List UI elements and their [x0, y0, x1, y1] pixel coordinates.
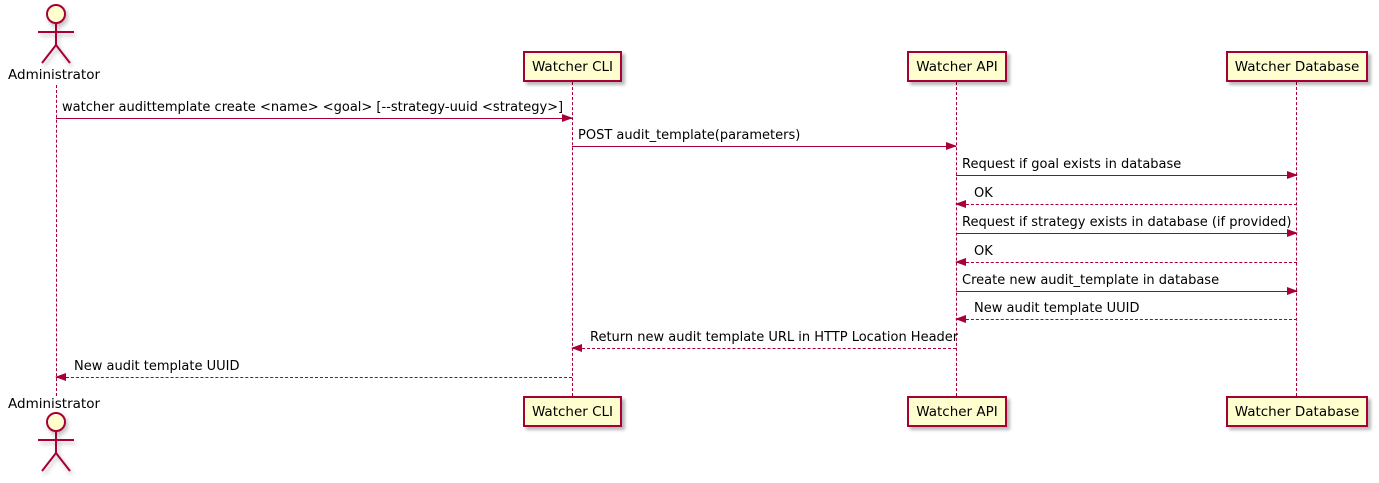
arrowhead-icon [562, 114, 573, 122]
message-post-audit-template: POST audit_template(parameters) [572, 128, 957, 150]
lifeline-watcher-database [1296, 82, 1297, 396]
message-line [956, 287, 1298, 295]
message-line [571, 344, 956, 352]
message-label: Request if goal exists in database [962, 157, 1182, 172]
actor-icon [38, 4, 74, 64]
participant-watcher-api-bottom: Watcher API [907, 396, 1007, 427]
message-label: POST audit_template(parameters) [578, 128, 801, 143]
message-request-strategy-exists: Request if strategy exists in database (… [956, 215, 1298, 237]
participant-label: Watcher Database [1234, 58, 1360, 75]
message-new-uuid-to-admin: New audit template UUID [55, 359, 572, 381]
message-label: Return new audit template URL in HTTP Lo… [590, 330, 959, 345]
actor-icon-bottom [38, 412, 74, 472]
arrowhead-icon [1287, 171, 1298, 179]
message-line [955, 315, 1297, 323]
participant-watcher-database-bottom: Watcher Database [1226, 396, 1368, 427]
arrowhead-icon [1287, 229, 1298, 237]
participant-watcher-database: Watcher Database [1226, 51, 1368, 82]
arrowhead-icon [1287, 287, 1298, 295]
participant-watcher-cli-bottom: Watcher CLI [523, 396, 622, 427]
message-label: New audit template UUID [74, 359, 240, 374]
message-line [572, 142, 957, 150]
arrowhead-icon [955, 258, 966, 266]
lifeline-administrator [56, 85, 57, 396]
participant-watcher-api: Watcher API [907, 51, 1007, 82]
arrowhead-icon [946, 142, 957, 150]
arrowhead-icon [55, 373, 66, 381]
participant-label: Watcher API [916, 403, 998, 420]
message-label: New audit template UUID [974, 301, 1140, 316]
message-create-in-database: Create new audit_template in database [956, 273, 1298, 295]
message-ok-strategy: OK [955, 244, 1297, 266]
message-return-location-header: Return new audit template URL in HTTP Lo… [571, 330, 959, 352]
participant-label: Watcher CLI [531, 58, 614, 75]
message-line [55, 373, 572, 381]
message-request-goal-exists: Request if goal exists in database [956, 157, 1298, 179]
message-line [56, 114, 573, 122]
message-line [956, 171, 1298, 179]
message-new-uuid-from-db: New audit template UUID [955, 301, 1297, 323]
message-ok-goal: OK [955, 186, 1297, 208]
arrowhead-icon [571, 344, 582, 352]
participant-label: Watcher Database [1234, 403, 1360, 420]
message-create-audittemplate: watcher audittemplate create <name> <goa… [56, 100, 573, 122]
message-label: OK [974, 186, 993, 201]
actor-label-bottom: Administrator [8, 396, 101, 412]
arrowhead-icon [955, 315, 966, 323]
participant-label: Watcher CLI [531, 403, 614, 420]
message-line [956, 229, 1298, 237]
message-line [955, 200, 1297, 208]
actor-label: Administrator [8, 67, 101, 83]
message-label: OK [974, 244, 993, 259]
message-line [955, 258, 1297, 266]
lifeline-watcher-api [956, 82, 957, 396]
message-label: watcher audittemplate create <name> <goa… [62, 100, 564, 115]
arrowhead-icon [955, 200, 966, 208]
message-label: Create new audit_template in database [962, 273, 1220, 288]
lifeline-watcher-cli [572, 82, 573, 396]
participant-watcher-cli: Watcher CLI [523, 51, 622, 82]
participant-label: Watcher API [916, 58, 998, 75]
message-label: Request if strategy exists in database (… [962, 215, 1292, 230]
